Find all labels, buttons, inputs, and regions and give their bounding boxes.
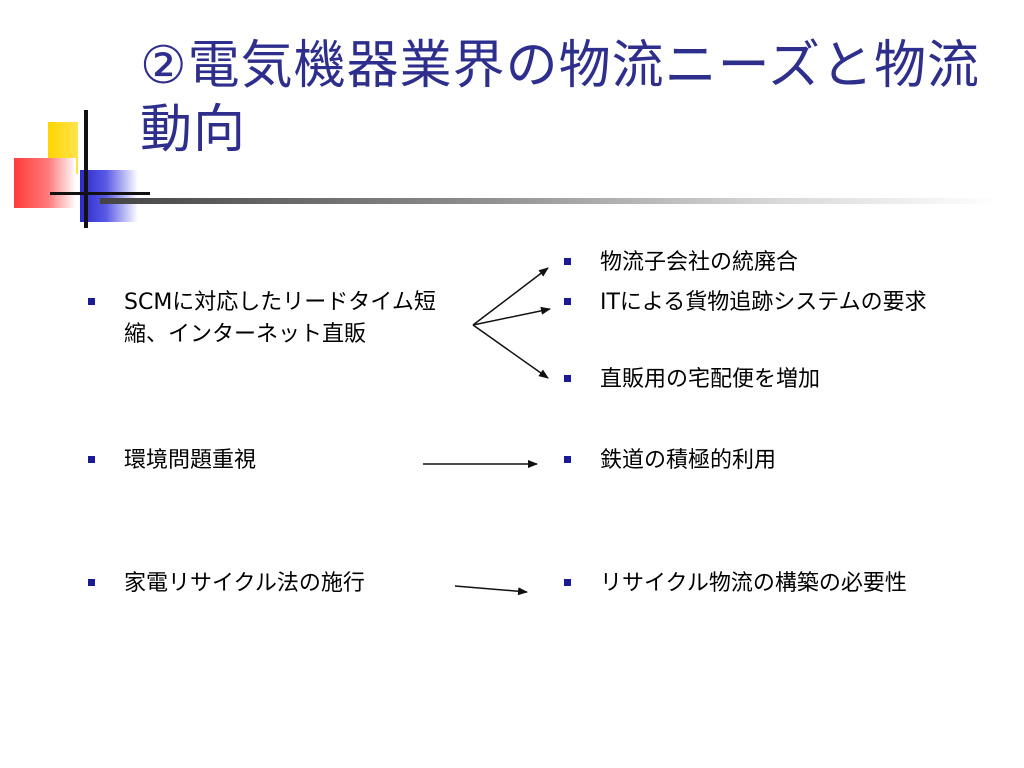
cause-item-recycling-law: 家電リサイクル法の施行 [88, 568, 454, 600]
bullet-icon [88, 298, 95, 305]
bullet-icon [564, 375, 571, 382]
arrow-to-recycling-logistics [454, 585, 528, 596]
effect-text: 鉄道の積極的利用 [600, 448, 777, 473]
cause-text: 家電リサイクル法の施行 [124, 571, 365, 596]
arrow-to-delivery [472, 324, 549, 379]
decor-red-square [14, 158, 76, 208]
decor-blue-square [80, 170, 138, 222]
effect-item-delivery: 直販用の宅配便を増加 [564, 364, 970, 396]
bullet-icon [564, 258, 571, 265]
cause-text: 環境問題重視 [124, 448, 257, 473]
decor-vertical-line [84, 110, 88, 228]
effect-item-railway: 鉄道の積極的利用 [564, 445, 970, 477]
effect-text: 直販用の宅配便を増加 [600, 367, 821, 392]
bullet-icon [88, 579, 95, 586]
title-underline [100, 198, 1000, 204]
effect-item-tracking: ITによる貨物追跡システムの要求 [564, 287, 970, 319]
cause-text: SCMに対応したリードタイム短縮、インターネット直販 [124, 290, 436, 347]
arrow-to-tracking [472, 306, 551, 326]
bullet-icon [564, 298, 571, 305]
slide-title: ②電気機器業界の物流ニーズと物流動向 [140, 36, 981, 160]
effect-text: リサイクル物流の構築の必要性 [600, 571, 907, 596]
bullet-icon [564, 579, 571, 586]
decor-horizontal-line [50, 192, 150, 195]
cause-item-scm: SCMに対応したリードタイム短縮、インターネット直販 [88, 287, 474, 351]
effect-text: 物流子会社の統廃合 [600, 250, 799, 275]
effect-item-subsidiary: 物流子会社の統廃合 [564, 247, 970, 279]
bullet-icon [564, 456, 571, 463]
bullet-icon [88, 456, 95, 463]
effect-item-recycling-logistics: リサイクル物流の構築の必要性 [564, 568, 970, 600]
effect-text: ITによる貨物追跡システムの要求 [600, 290, 927, 315]
cause-item-environment: 環境問題重視 [88, 445, 424, 477]
corner-decoration [0, 0, 150, 240]
arrow-to-subsidiary [472, 267, 549, 326]
